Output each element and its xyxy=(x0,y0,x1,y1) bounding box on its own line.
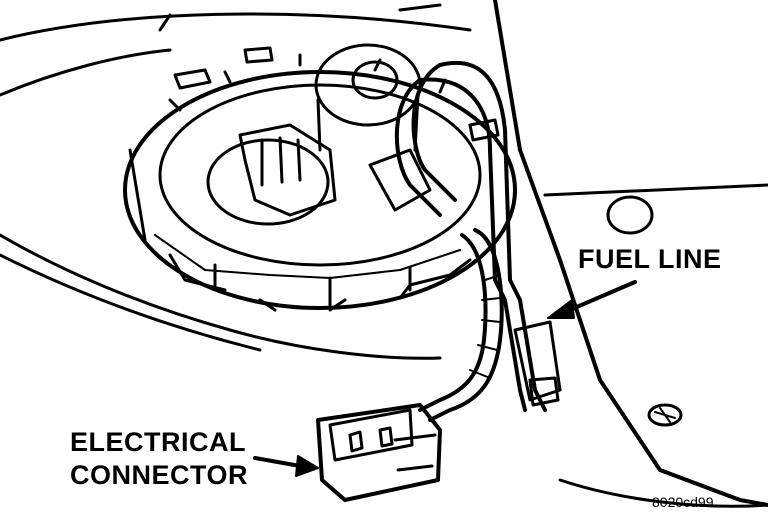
panel-grommet xyxy=(606,195,654,235)
fuel-line-arrow xyxy=(547,280,637,319)
electrical-connector-label-line1: ELECTRICAL xyxy=(70,427,246,457)
fuel-line-label: FUEL LINE xyxy=(578,244,722,274)
panel-bolt xyxy=(647,403,683,427)
electrical-connector-label: ELECTRICAL CONNECTOR xyxy=(70,426,248,492)
figure-code: 8020cd99 xyxy=(652,494,714,510)
fuel-line-tube xyxy=(368,60,562,412)
electrical-connector-arrow xyxy=(253,455,319,477)
electrical-connector-part xyxy=(316,403,442,502)
tank-panel xyxy=(0,0,768,508)
module-connector xyxy=(206,123,337,226)
electrical-connector-label-line2: CONNECTOR xyxy=(70,460,249,490)
electrical-harness xyxy=(418,228,504,422)
fuel-pump-module xyxy=(123,46,517,312)
